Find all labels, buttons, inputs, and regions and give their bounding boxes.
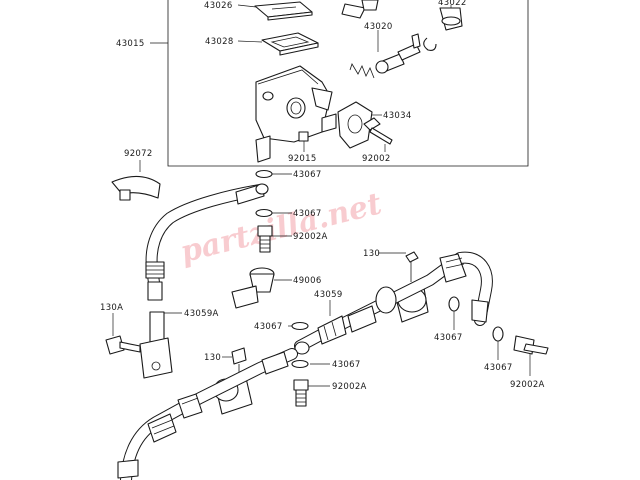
part-label-92002A[interactable]: 92002A: [293, 232, 328, 242]
sight-window: [298, 131, 309, 142]
part-label-43067[interactable]: 43067: [332, 360, 361, 370]
part-label-43020[interactable]: 43020: [364, 22, 393, 32]
piston-kit: [349, 33, 421, 79]
crush-washer: [448, 296, 460, 312]
part-label-43059[interactable]: 43059: [314, 290, 343, 300]
assembly-bracket-box: [167, 0, 529, 167]
part-label-43026[interactable]: 43026: [204, 1, 233, 11]
crush-washer: [255, 169, 273, 179]
part-label-43028[interactable]: 43028: [205, 37, 234, 47]
hose-strap: [111, 175, 161, 201]
part-label-43034[interactable]: 43034: [383, 111, 412, 121]
reservoir-cap: [254, 1, 313, 21]
part-label-130A[interactable]: 130A: [100, 303, 123, 313]
handlebar-clamp: [337, 101, 373, 149]
brake-line-center: [294, 251, 493, 352]
part-label-92002A[interactable]: 92002A: [510, 380, 545, 390]
lower-left-line: [105, 311, 173, 379]
banjo-fitting: [255, 183, 269, 195]
banjo-bolt: [257, 225, 273, 253]
part-label-43059A[interactable]: 43059A: [184, 309, 219, 319]
part-label-92015[interactable]: 92015: [288, 154, 317, 164]
circlip: [423, 37, 437, 51]
leader-43026: [237, 4, 257, 8]
lower-brake-hose: [117, 348, 298, 480]
part-label-130[interactable]: 130: [204, 353, 221, 363]
crush-washer: [255, 208, 273, 218]
crush-washer: [291, 359, 309, 369]
part-label-43067[interactable]: 43067: [254, 322, 283, 332]
part-label-92002[interactable]: 92002: [362, 154, 391, 164]
part-label-43067[interactable]: 43067: [484, 363, 513, 373]
part-label-130[interactable]: 130: [363, 249, 380, 259]
cap-screw: [341, 0, 379, 19]
banjo-bolt: [513, 335, 549, 355]
part-label-43067[interactable]: 43067: [434, 333, 463, 343]
part-label-43022[interactable]: 43022: [438, 0, 467, 8]
leader-43028: [237, 40, 263, 43]
part-label-43015[interactable]: 43015: [116, 39, 145, 49]
part-label-43067[interactable]: 43067: [293, 209, 322, 219]
part-label-92002A[interactable]: 92002A: [332, 382, 367, 392]
crush-washer: [291, 321, 309, 331]
part-label-43067[interactable]: 43067: [293, 170, 322, 180]
reservoir-diaphragm: [261, 32, 319, 56]
part-label-92072[interactable]: 92072: [124, 149, 153, 159]
clamp-bolt: [363, 117, 393, 145]
crush-washer: [492, 326, 504, 342]
hose-joint: [231, 267, 275, 309]
banjo-fitting: [294, 341, 310, 355]
banjo-bolt: [293, 379, 309, 407]
dust-boot: [439, 7, 463, 31]
master-cylinder-body: [255, 65, 337, 163]
part-label-49006[interactable]: 49006: [293, 276, 322, 286]
